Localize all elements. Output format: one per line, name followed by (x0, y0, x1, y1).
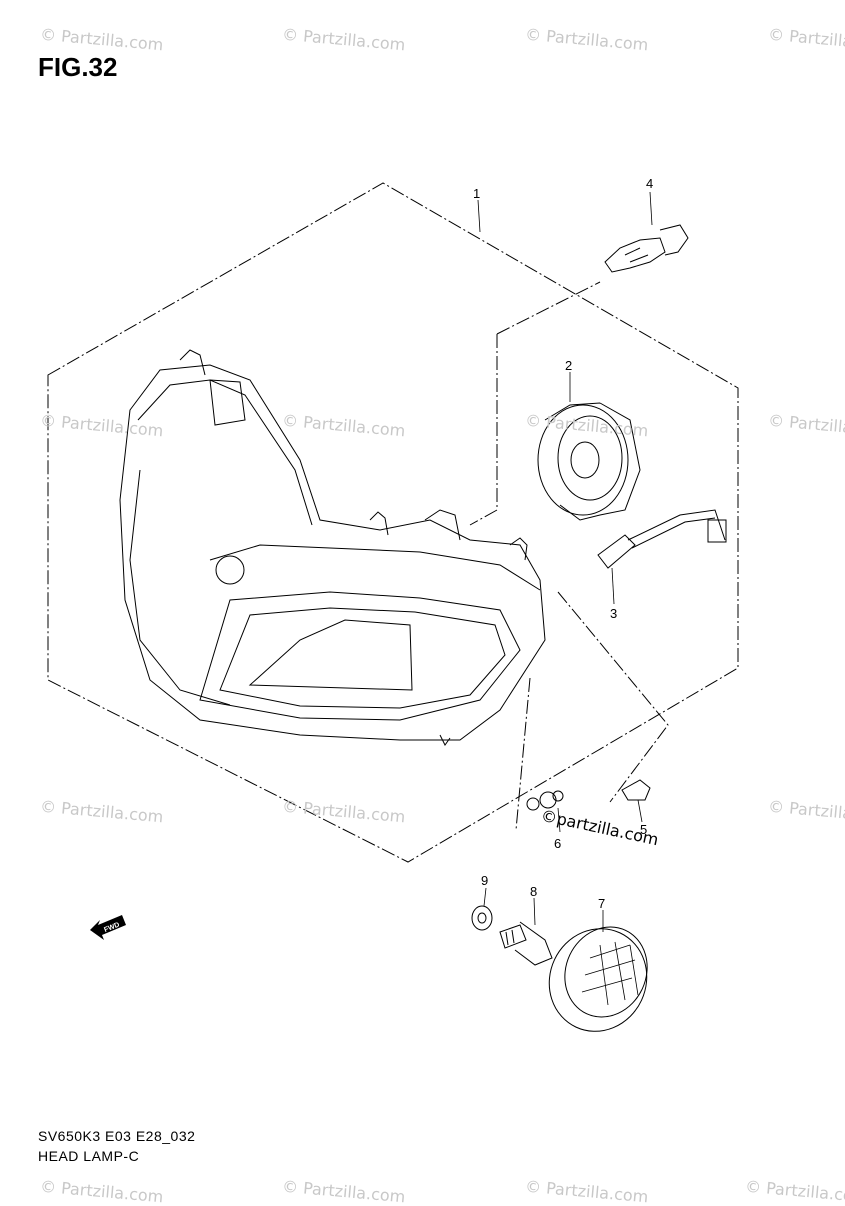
bulb-socket (597, 509, 727, 569)
callout-1: 1 (473, 186, 481, 201)
callout-5: 5 (640, 822, 648, 837)
diagram-code: SV650K3 E03 E28_032 (38, 1128, 196, 1144)
socket-cover (537, 402, 641, 521)
callout-3: 3 (610, 606, 618, 621)
position-bulb (621, 779, 651, 801)
callout-7: 7 (598, 896, 606, 911)
adjusting-bolt (499, 921, 553, 966)
callout-8: 8 (530, 884, 538, 899)
inner-boundary (469, 281, 601, 526)
callout-6: 6 (554, 836, 562, 851)
fwd-arrow-icon (90, 915, 126, 940)
diagram-description: HEAD LAMP-C (38, 1148, 140, 1164)
callout-2: 2 (565, 358, 573, 373)
headlamp-housing (119, 349, 546, 746)
screw (526, 790, 564, 811)
assembly-boundary (47, 182, 739, 863)
reflector-lens (548, 926, 648, 1032)
washer (471, 905, 493, 931)
figure-title: FIG.32 (38, 52, 118, 82)
callout-9: 9 (481, 873, 489, 888)
callout-4: 4 (646, 176, 654, 191)
headlight-bulb (604, 224, 689, 273)
leader-lines (477, 191, 653, 932)
